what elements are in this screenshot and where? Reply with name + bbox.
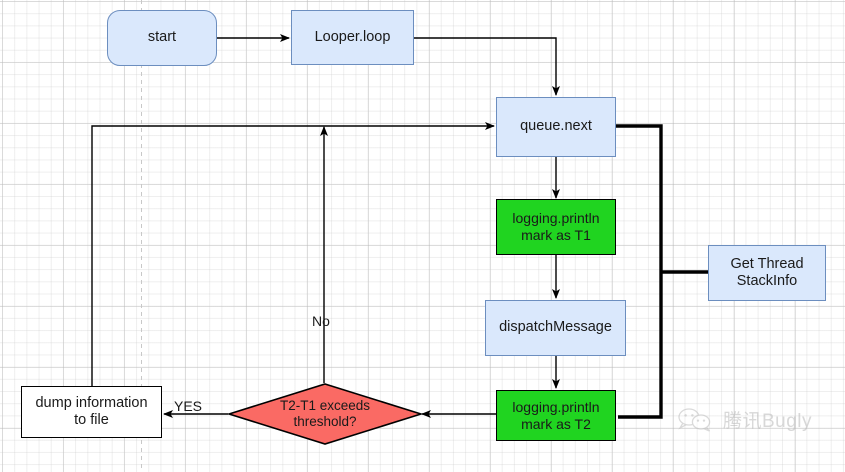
edge-label-no: No	[312, 313, 330, 329]
edge-dump-to-queue	[91, 122, 495, 386]
node-dispatch-message[interactable]: dispatchMessage	[485, 300, 626, 356]
node-decision-label: T2-T1 exceeds threshold?	[279, 398, 371, 429]
node-start[interactable]: start	[107, 10, 217, 66]
node-queue-next[interactable]: queue.next	[496, 97, 616, 157]
edge-label-yes: YES	[174, 398, 203, 414]
node-looper-loop[interactable]: Looper.loop	[291, 10, 414, 65]
node-dump-information[interactable]: dump information to file	[21, 386, 162, 438]
node-get-thread-stackinfo[interactable]: Get Thread StackInfo	[708, 245, 826, 301]
watermark-text: 腾讯Bugly	[723, 411, 813, 432]
edge-thick-stack-rail	[616, 124, 663, 419]
diamond-shape	[228, 383, 422, 445]
node-logging-println-t1[interactable]: logging.println mark as T1	[496, 199, 616, 255]
watermark: 腾讯Bugly	[676, 406, 812, 433]
node-logging-println-t2[interactable]: logging.println mark as T2	[496, 390, 616, 441]
edge-looper-to-queue	[414, 37, 560, 96]
node-decision-threshold[interactable]: T2-T1 exceeds threshold?	[228, 383, 422, 445]
wechat-bubbles-icon	[678, 407, 711, 432]
